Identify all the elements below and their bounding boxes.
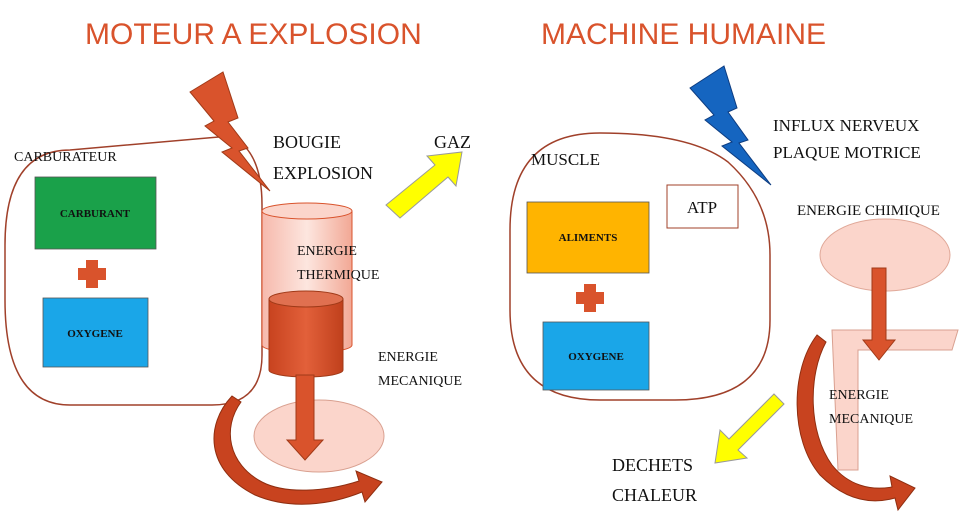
gaz-arrow-icon (385, 151, 463, 219)
influx-label-2: PLAQUE MOTRICE (773, 143, 921, 162)
energie-chimique-label: ENERGIE CHIMIQUE (797, 203, 940, 219)
chaleur-label: CHALEUR (612, 485, 697, 505)
piston (268, 290, 344, 378)
arm-shape (831, 329, 959, 471)
explosion-label: EXPLOSION (273, 163, 373, 183)
oxygene-label-right: OXYGENE (568, 351, 624, 363)
muscle-label: MUSCLE (531, 150, 600, 169)
lightning-blue-icon (689, 65, 772, 186)
gaz-label: GAZ (434, 132, 471, 152)
energie-thermique-label-1: ENERGIE (297, 244, 357, 259)
energie-mecanique-label-2: MECANIQUE (378, 374, 462, 389)
plus-icon-right (576, 284, 604, 312)
muscle-outline (509, 132, 771, 401)
influx-label-1: INFLUX NERVEUX (773, 116, 919, 135)
dechets-arrow-icon (714, 393, 785, 464)
oxygene-label-left: OXYGENE (67, 328, 123, 340)
energie-thermique-label-2: THERMIQUE (297, 268, 379, 283)
rotation-arrow-right-icon (796, 334, 916, 512)
crank-disc (253, 399, 385, 473)
atp-label: ATP (687, 198, 717, 217)
energie-mecanique-label-1: ENERGIE (378, 350, 438, 365)
atp-box (666, 184, 739, 229)
down-arrow-icon (285, 374, 325, 461)
oxygene-box-left (42, 297, 149, 368)
rotation-arrow-icon (213, 395, 383, 505)
carburant-label: CARBURANT (60, 208, 131, 220)
carburateur-label: CARBURATEUR (14, 150, 117, 165)
energie-mecanique-right-label-2: MECANIQUE (829, 412, 913, 427)
plus-icon (78, 260, 106, 288)
lightning-icon (189, 71, 271, 192)
energie-mecanique-right-label-1: ENERGIE (829, 388, 889, 403)
aliments-label: ALIMENTS (559, 232, 618, 244)
dechets-label: DECHETS (612, 455, 693, 475)
bougie-label: BOUGIE (273, 132, 341, 152)
carburant-box (34, 176, 157, 250)
oxygene-box-right (542, 321, 650, 391)
down-arrow-right-icon (861, 267, 897, 361)
right-title: MACHINE HUMAINE (541, 18, 826, 51)
aliments-box (526, 201, 650, 274)
left-title: MOTEUR A EXPLOSION (85, 18, 422, 51)
